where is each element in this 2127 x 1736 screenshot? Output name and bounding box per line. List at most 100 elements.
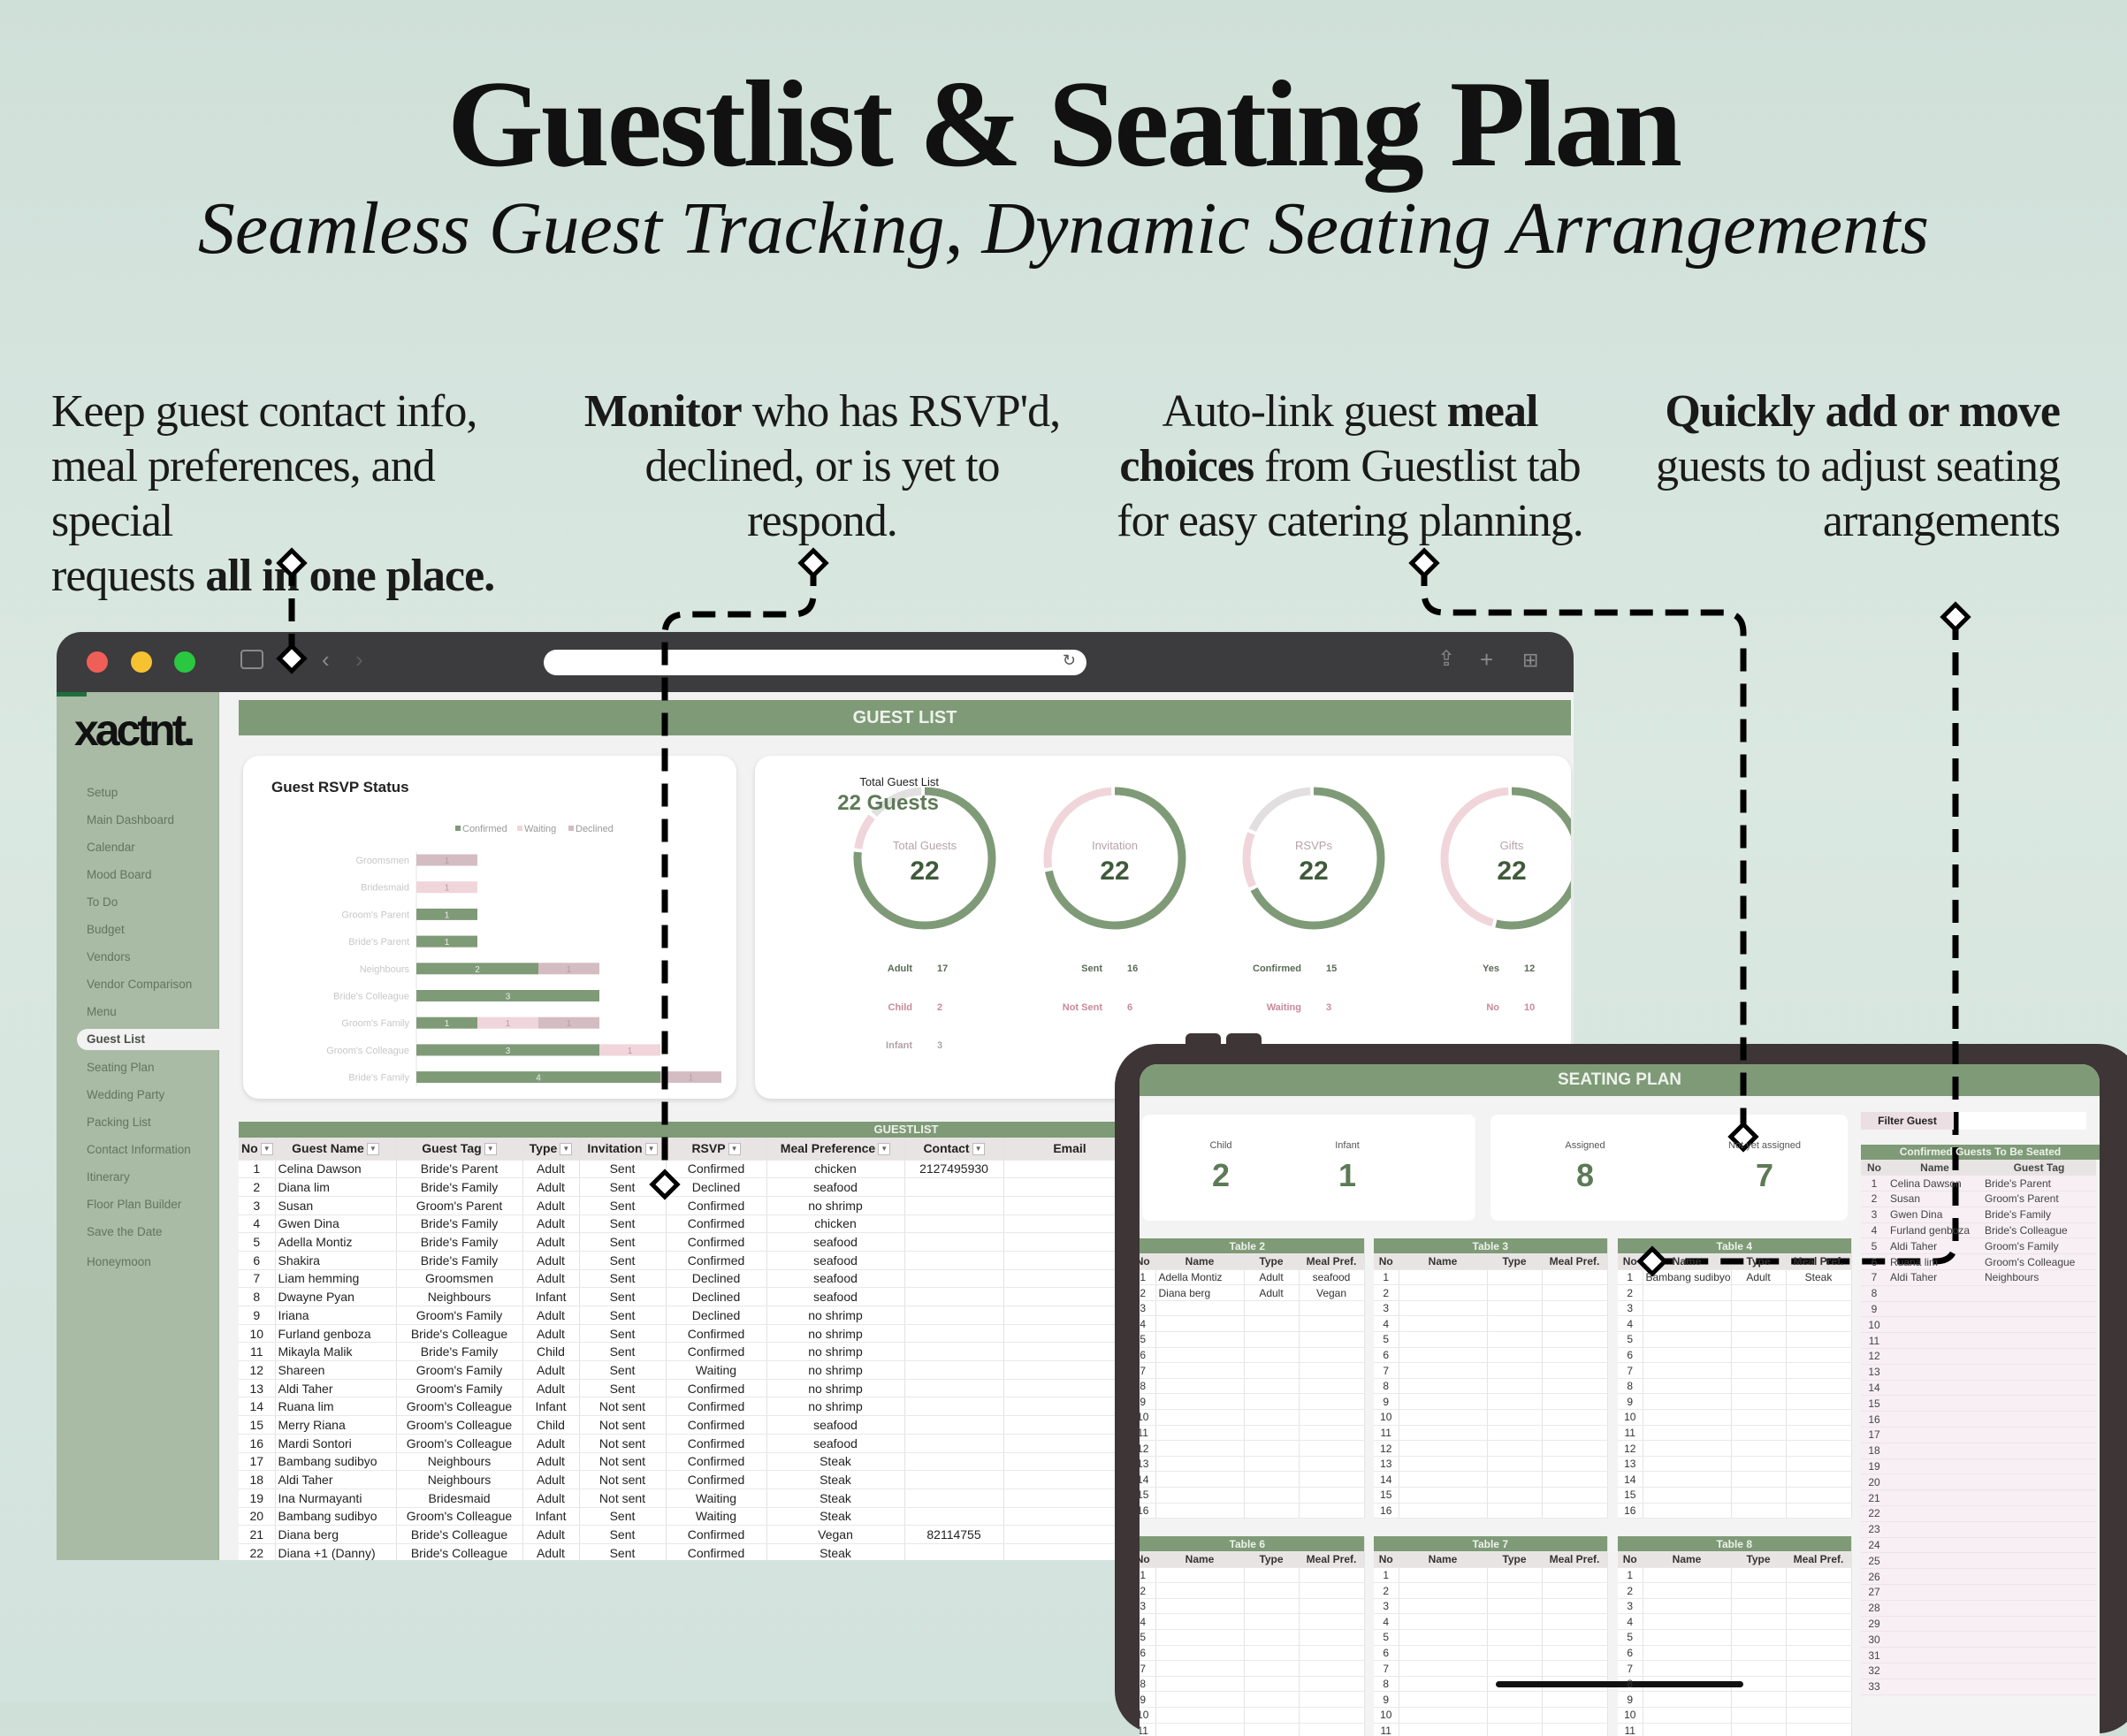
- table-cell[interactable]: 5: [239, 1232, 276, 1252]
- table-cell[interactable]: Adult: [522, 1379, 580, 1398]
- seat-cell[interactable]: [1542, 1503, 1608, 1519]
- table-cell[interactable]: Groomsmen: [396, 1269, 523, 1289]
- seat-row[interactable]: 15: [1618, 1487, 1852, 1504]
- seat-cell[interactable]: [1487, 1487, 1543, 1504]
- seat-cell[interactable]: [1244, 1487, 1300, 1504]
- seat-cell[interactable]: [1244, 1362, 1300, 1379]
- seat-row[interactable]: 4: [1374, 1613, 1608, 1631]
- sidebar-item-contact-information[interactable]: Contact Information: [87, 1143, 191, 1156]
- seat-cell[interactable]: Steak: [1786, 1269, 1852, 1286]
- seat-cell[interactable]: [1244, 1613, 1300, 1631]
- table-cell[interactable]: [904, 1434, 1004, 1453]
- table-cell[interactable]: Adult: [522, 1251, 580, 1270]
- seat-row[interactable]: 1: [1374, 1567, 1608, 1584]
- list-item[interactable]: 20: [1861, 1473, 2096, 1491]
- seat-cell[interactable]: [1399, 1362, 1488, 1379]
- seat-cell[interactable]: [1643, 1707, 1732, 1724]
- seat-row[interactable]: 8: [1140, 1676, 1365, 1693]
- seat-row[interactable]: 14: [1374, 1471, 1608, 1488]
- seat-cell[interactable]: [1155, 1425, 1245, 1442]
- table-cell[interactable]: chicken: [766, 1214, 905, 1234]
- table-cell[interactable]: [904, 1306, 1004, 1325]
- seat-cell[interactable]: [1786, 1598, 1852, 1615]
- seat-cell[interactable]: [1643, 1331, 1732, 1348]
- seat-cell[interactable]: [1155, 1347, 1245, 1364]
- table-cell[interactable]: Bride's Family: [396, 1251, 523, 1270]
- seat-cell[interactable]: [1643, 1471, 1732, 1488]
- seat-cell[interactable]: [1542, 1393, 1608, 1411]
- tab-overview-icon[interactable]: ⊞: [1522, 649, 1539, 671]
- seat-cell[interactable]: [1299, 1378, 1365, 1395]
- table-cell[interactable]: Not sent: [579, 1489, 667, 1508]
- table-cell[interactable]: Shakira: [275, 1251, 397, 1270]
- seat-cell[interactable]: [1786, 1284, 1852, 1301]
- seat-cell[interactable]: [1786, 1676, 1852, 1693]
- share-icon[interactable]: ⇪: [1437, 647, 1456, 671]
- table-cell[interactable]: Adult: [522, 1543, 580, 1560]
- seat-cell[interactable]: [1731, 1503, 1787, 1519]
- seat-cell[interactable]: [1786, 1425, 1852, 1442]
- table-cell[interactable]: Diana +1 (Danny): [275, 1543, 397, 1560]
- seat-cell[interactable]: [1299, 1676, 1365, 1693]
- table-cell[interactable]: Mikayla Malik: [275, 1342, 397, 1362]
- seat-cell[interactable]: [1299, 1598, 1365, 1615]
- seat-cell[interactable]: [1155, 1393, 1245, 1411]
- table-cell[interactable]: Iriana: [275, 1306, 397, 1325]
- table-cell[interactable]: Shareen: [275, 1360, 397, 1380]
- seat-cell[interactable]: [1731, 1487, 1787, 1504]
- table-cell[interactable]: 13: [239, 1379, 276, 1398]
- reload-icon[interactable]: ↻: [1062, 651, 1076, 669]
- table-cell[interactable]: [904, 1214, 1004, 1234]
- seat-row[interactable]: 13: [1618, 1456, 1852, 1473]
- seat-cell[interactable]: [1731, 1284, 1787, 1301]
- seat-cell[interactable]: [1155, 1707, 1245, 1724]
- table-cell[interactable]: 6: [239, 1251, 276, 1270]
- seat-row[interactable]: 2: [1374, 1582, 1608, 1599]
- seat-row[interactable]: 5: [1618, 1331, 1852, 1348]
- seat-cell[interactable]: [1731, 1471, 1787, 1488]
- list-item[interactable]: 25: [1861, 1552, 2096, 1570]
- seat-cell[interactable]: [1399, 1425, 1488, 1442]
- seat-row[interactable]: 16: [1618, 1503, 1852, 1519]
- table-cell[interactable]: Groom's Colleague: [396, 1415, 523, 1435]
- seat-cell[interactable]: [1643, 1409, 1732, 1426]
- table-cell[interactable]: Adult: [522, 1324, 580, 1344]
- seat-cell[interactable]: [1487, 1393, 1543, 1411]
- seat-cell[interactable]: [1542, 1331, 1608, 1348]
- seat-cell[interactable]: [1487, 1331, 1543, 1348]
- table-cell[interactable]: [904, 1287, 1004, 1306]
- seat-cell[interactable]: [1786, 1503, 1852, 1519]
- seat-row[interactable]: 10: [1374, 1707, 1608, 1724]
- table-cell[interactable]: Sent: [579, 1214, 667, 1234]
- table-cell[interactable]: 2: [239, 1177, 276, 1197]
- seat-cell[interactable]: [1399, 1440, 1488, 1457]
- table-cell[interactable]: Confirmed: [666, 1251, 767, 1270]
- seat-row[interactable]: 2: [1618, 1582, 1852, 1599]
- table-cell[interactable]: Groom's Colleague: [396, 1397, 523, 1417]
- seat-cell[interactable]: [1155, 1331, 1245, 1348]
- seat-cell[interactable]: [1299, 1300, 1365, 1317]
- seat-cell[interactable]: [1786, 1660, 1852, 1677]
- seat-cell[interactable]: [1155, 1567, 1245, 1584]
- table-cell[interactable]: no shrimp: [766, 1324, 905, 1344]
- table-cell[interactable]: [904, 1489, 1004, 1508]
- seat-cell[interactable]: [1643, 1660, 1732, 1677]
- table-cell[interactable]: 17: [239, 1452, 276, 1472]
- sidebar-item-save-the-date[interactable]: Save the Date: [87, 1225, 163, 1238]
- seat-cell[interactable]: Bambang sudibyo: [1643, 1269, 1732, 1286]
- seat-cell[interactable]: [1487, 1269, 1543, 1286]
- filter-dropdown-icon[interactable]: ▼: [644, 1143, 658, 1156]
- seat-cell[interactable]: [1487, 1707, 1543, 1724]
- seat-row[interactable]: 11: [1140, 1723, 1365, 1736]
- seat-row[interactable]: 1: [1140, 1567, 1365, 1584]
- table-cell[interactable]: Groom's Family: [396, 1306, 523, 1325]
- filter-dropdown-icon[interactable]: ▼: [878, 1143, 891, 1156]
- seat-cell[interactable]: [1786, 1409, 1852, 1426]
- seat-cell[interactable]: [1487, 1691, 1543, 1709]
- seat-cell[interactable]: [1155, 1613, 1245, 1631]
- seat-row[interactable]: 7: [1374, 1660, 1608, 1677]
- seat-cell[interactable]: [1643, 1347, 1732, 1364]
- seat-cell[interactable]: [1643, 1440, 1732, 1457]
- seat-cell[interactable]: [1299, 1707, 1365, 1724]
- seat-cell[interactable]: [1786, 1582, 1852, 1599]
